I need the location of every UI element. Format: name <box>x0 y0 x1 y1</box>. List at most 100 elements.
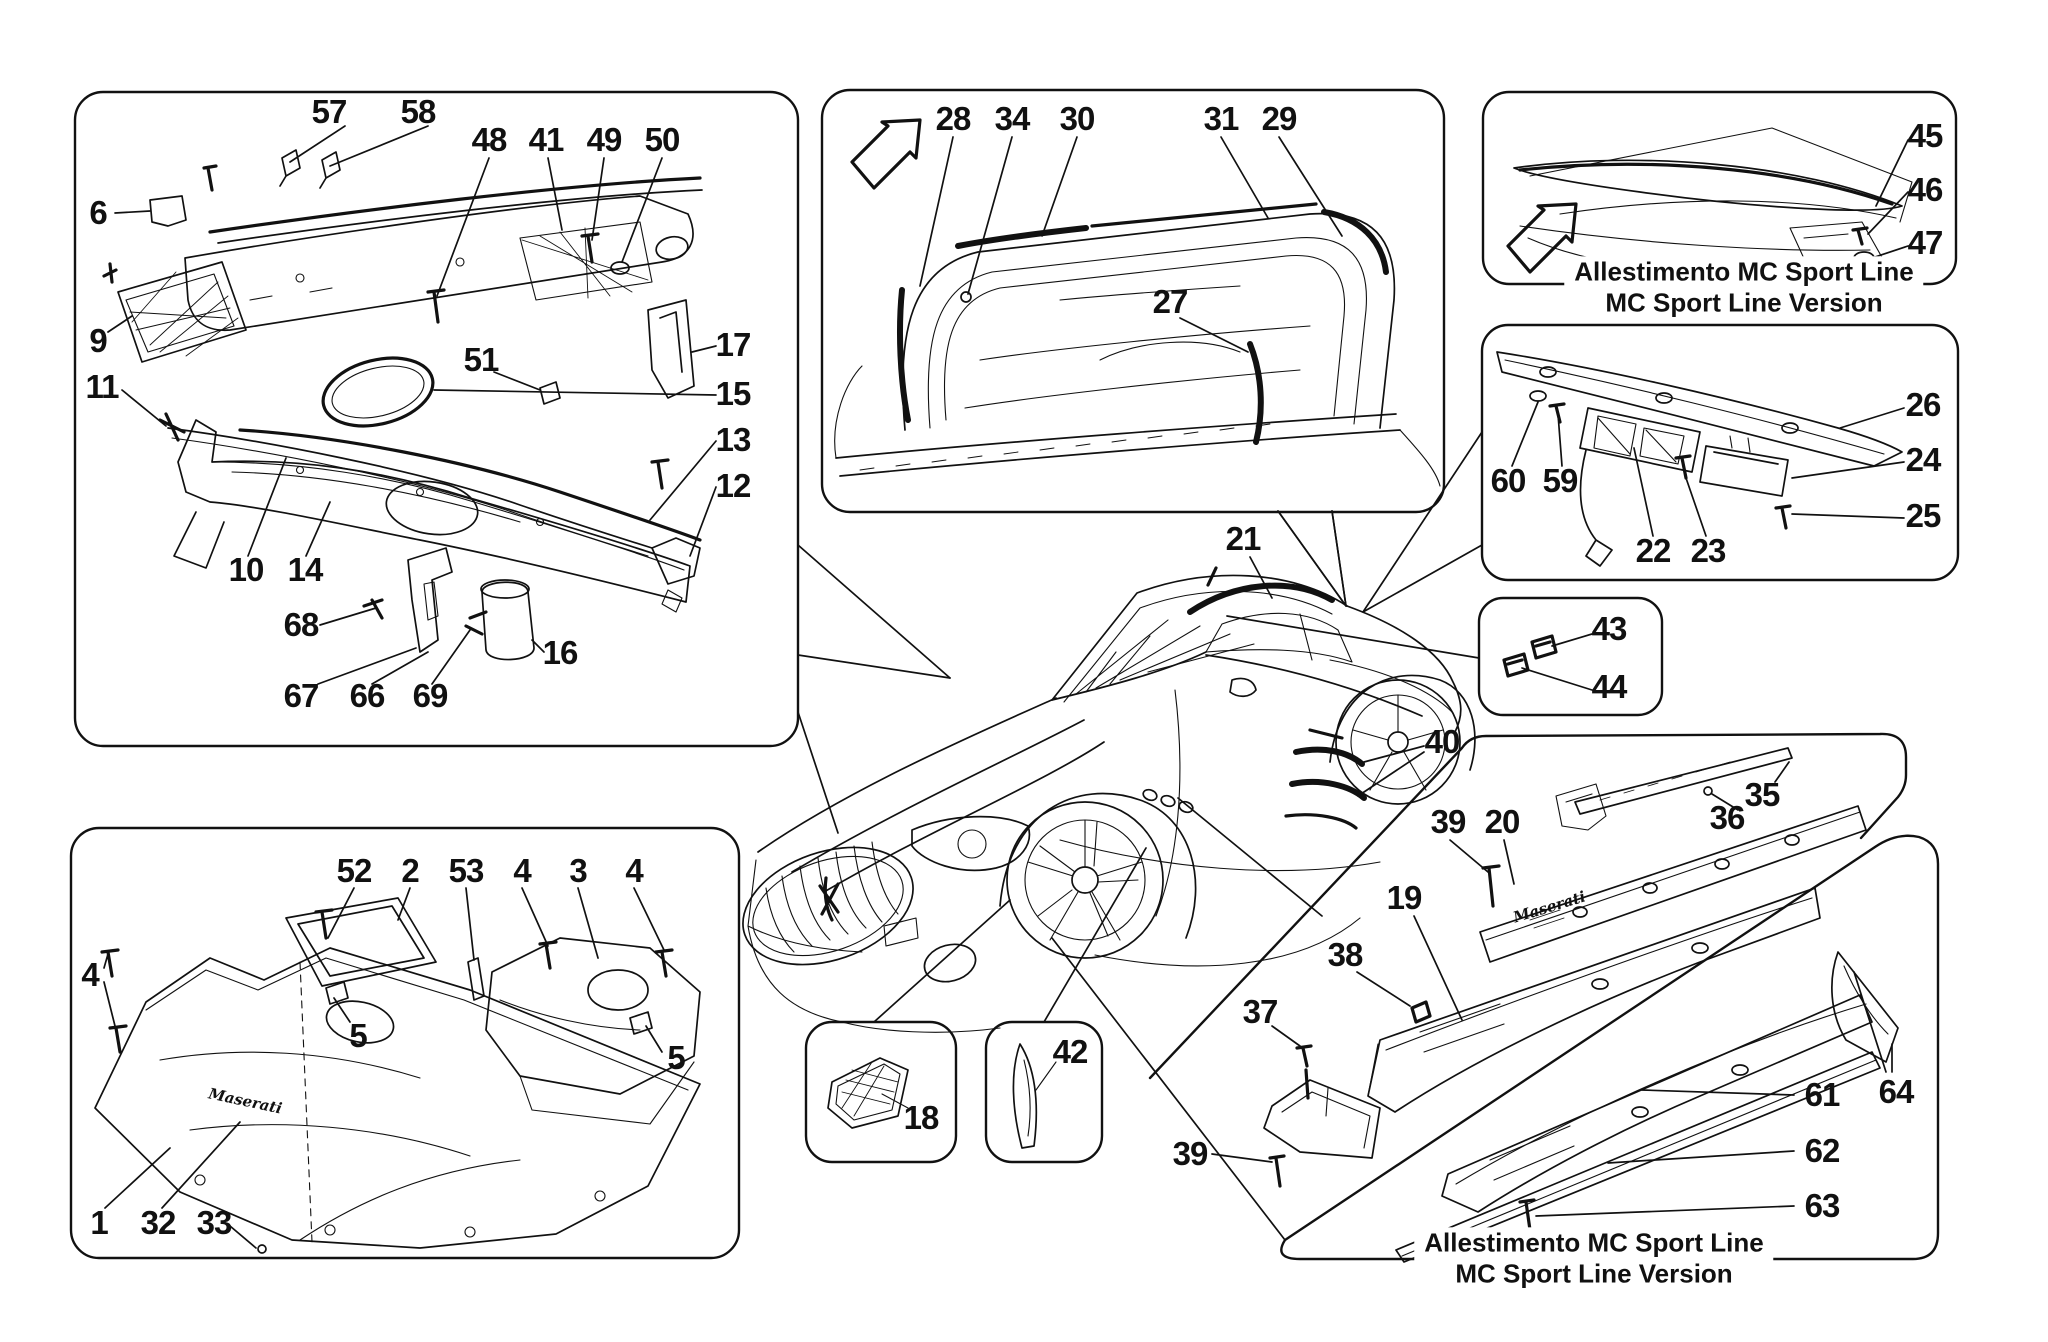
callout-16: 16 <box>542 634 579 671</box>
trim-28 <box>897 287 911 423</box>
rail-35 <box>1555 747 1793 831</box>
callout-33: 33 <box>196 1204 233 1241</box>
callout-43: 43 <box>1591 610 1628 647</box>
box-sill-mc <box>1280 834 1940 1261</box>
screw-4c <box>538 940 558 970</box>
screw-4d <box>654 948 674 978</box>
clip-58 <box>319 151 341 189</box>
box-sill-standard <box>1148 732 1908 1080</box>
callout-30: 30 <box>1059 100 1096 137</box>
callout-22: 22 <box>1635 532 1672 569</box>
vent-grille-parts <box>827 1057 909 1129</box>
sill-a-leaders <box>1211 761 1790 1163</box>
screw-49 <box>580 232 600 264</box>
callout-42: 42 <box>1052 1033 1089 1070</box>
license-leaders <box>1511 401 1905 537</box>
callout-14: 14 <box>287 551 324 588</box>
trim-27 <box>1247 341 1264 445</box>
cross-leader-lines <box>797 431 1483 1241</box>
screw-37 <box>1295 1044 1313 1100</box>
lamp-24 <box>1699 445 1789 497</box>
callout-19: 19 <box>1386 879 1423 916</box>
shield-1 <box>94 947 701 1254</box>
underbody-parts <box>94 887 701 1254</box>
callout-10: 10 <box>228 551 265 588</box>
trim-26 <box>1496 351 1903 467</box>
screw-68 <box>362 598 384 620</box>
callout-67: 67 <box>283 677 320 714</box>
callout-49: 49 <box>586 121 623 158</box>
callout-17: 17 <box>715 326 752 363</box>
washer-50 <box>610 261 630 275</box>
caption-line2: MC Sport Line Version <box>1605 287 1883 317</box>
washer-60 <box>1529 390 1547 402</box>
callout-57: 57 <box>311 93 348 130</box>
panel-boxes <box>69 88 1960 1261</box>
callout-31: 31 <box>1203 100 1240 137</box>
callout-60: 60 <box>1490 462 1527 499</box>
callout-63: 63 <box>1804 1187 1841 1224</box>
screw-4b <box>108 1024 128 1054</box>
callout-35: 35 <box>1744 776 1781 813</box>
callout-44: 44 <box>1591 668 1628 705</box>
screw-34 <box>960 291 972 303</box>
bolt-46 <box>1851 226 1869 246</box>
callout-66: 66 <box>349 677 386 714</box>
screw-39a <box>1481 864 1501 908</box>
clip-leaders <box>1521 633 1593 691</box>
rear-wheel <box>1335 679 1461 805</box>
trim-42 <box>1012 1043 1038 1149</box>
door-shutline <box>1155 689 1181 917</box>
callout-26: 26 <box>1905 386 1942 423</box>
fog-light <box>923 943 977 983</box>
callout-38: 38 <box>1327 936 1364 973</box>
cowl-leaders <box>107 125 717 685</box>
callout-2: 2 <box>401 852 419 889</box>
clip-57 <box>279 149 301 187</box>
clip-36 <box>1703 786 1713 796</box>
roof-trim-21 <box>1187 582 1335 615</box>
callout-4: 4 <box>81 956 99 993</box>
callout-48: 48 <box>471 121 508 158</box>
callout-32: 32 <box>140 1204 177 1241</box>
trim-30 <box>955 225 1089 249</box>
spoiler-45 <box>1513 159 1903 211</box>
spoiler-leaders <box>1867 139 1909 259</box>
clip-parts <box>1502 633 1593 691</box>
clip-43 <box>1530 634 1558 660</box>
pillar-trim-parts <box>1012 1043 1057 1149</box>
caption-mc-sport-line-bottom: Allestimento MC Sport Line MC Sport Line… <box>1414 1227 1774 1289</box>
screw-25 <box>1774 504 1792 530</box>
clip-5a <box>325 981 349 1005</box>
callout-20: 20 <box>1484 803 1521 840</box>
lower-cowl-10-13-14 <box>173 419 702 613</box>
nut-38 <box>1410 1000 1432 1024</box>
callout-15: 15 <box>715 375 752 412</box>
door-handle <box>1308 728 1344 740</box>
screw-48 <box>426 288 446 324</box>
callout-69: 69 <box>412 677 449 714</box>
trunk-leaders <box>919 136 1343 353</box>
callout-11: 11 <box>85 368 120 405</box>
sill-end-cap <box>1263 1079 1381 1159</box>
direction-arrow-ne-icon <box>1506 202 1578 274</box>
callout-53: 53 <box>448 852 485 889</box>
callout-59: 59 <box>1542 462 1579 499</box>
callout-51: 51 <box>463 341 500 378</box>
sill-61 <box>1441 994 1873 1213</box>
headlight <box>911 815 1031 872</box>
caption-mc-sport-line-top: Allestimento MC Sport Line MC Sport Line… <box>1564 256 1924 318</box>
callout-34: 34 <box>994 100 1031 137</box>
pad-2 <box>285 897 437 987</box>
sill-19 <box>1367 887 1821 1113</box>
callout-4: 4 <box>513 852 531 889</box>
callout-28: 28 <box>935 100 972 137</box>
callout-52: 52 <box>336 852 373 889</box>
caption-line1: Allestimento MC Sport Line <box>1424 1227 1764 1258</box>
callout-36: 36 <box>1709 799 1746 836</box>
screw-4a <box>100 948 120 978</box>
callout-18: 18 <box>903 1099 940 1136</box>
direction-arrow-ne-icon <box>850 118 922 190</box>
